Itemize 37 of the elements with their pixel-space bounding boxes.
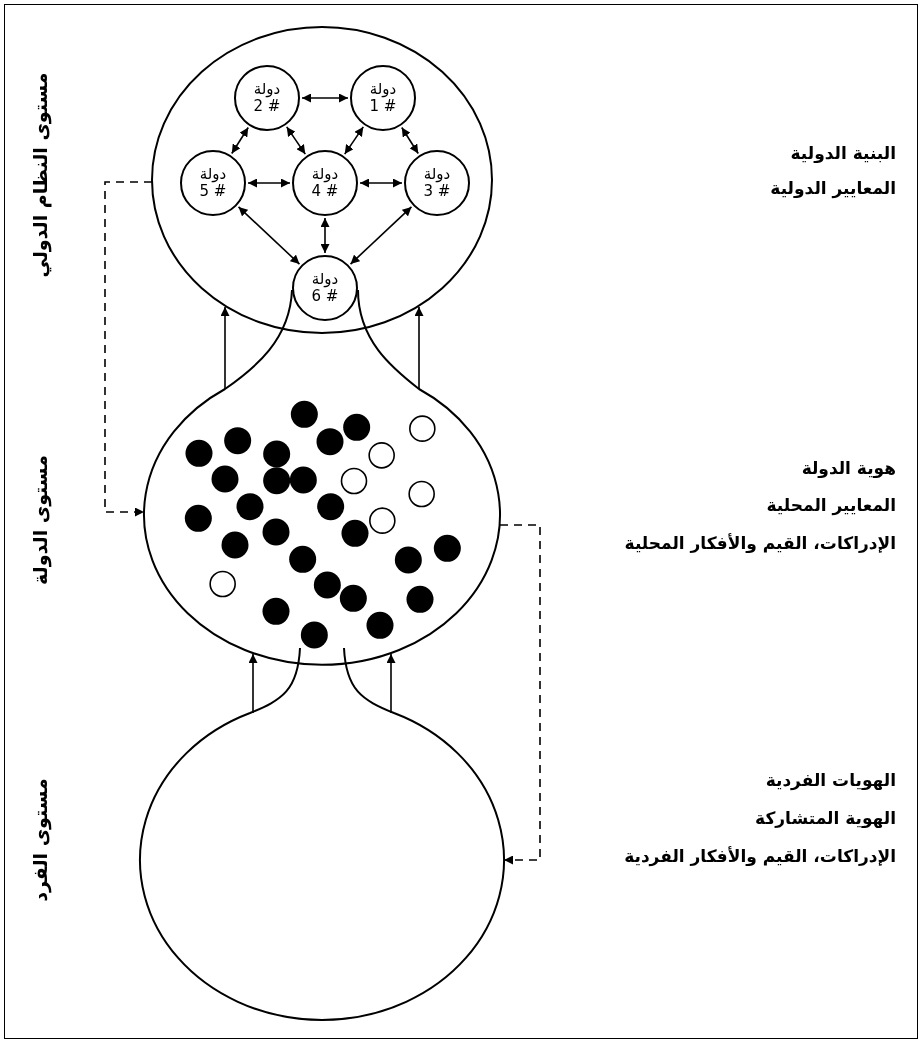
arrow	[220, 306, 230, 390]
description-text: الإدراكات، القيم والأفكار المحلية	[624, 533, 896, 553]
arrow	[400, 126, 420, 155]
description-text: المعايير المحلية	[766, 495, 896, 515]
arrow	[359, 178, 403, 188]
description-text: البنية الدولية	[790, 143, 896, 163]
node-label: دولة # 3	[422, 166, 452, 200]
level-label: مستوى النظام الدولي	[29, 72, 51, 278]
arrow	[386, 653, 396, 714]
node-label: دولة # 1	[368, 81, 398, 115]
node-label: دولة # 4	[310, 166, 340, 200]
arrow	[247, 178, 291, 188]
system-circle	[150, 25, 494, 335]
level-label: مستوى الفرد	[29, 778, 51, 902]
description-text: الهويات الفردية	[765, 770, 896, 790]
arrow	[104, 181, 153, 517]
arrow	[414, 306, 424, 390]
node-label: دولة # 6	[310, 271, 340, 305]
arrow	[499, 524, 541, 865]
node-label: دولة # 5	[198, 166, 228, 200]
level-label: مستوى الدولة	[29, 455, 51, 585]
arrow	[230, 126, 250, 155]
state-circle	[292, 255, 358, 321]
description-text: المعايير الدولية	[770, 178, 896, 198]
arrow	[349, 206, 413, 265]
arrow	[248, 653, 258, 714]
arrow	[301, 93, 349, 103]
state-circle	[180, 150, 246, 216]
description-text: هوية الدولة	[801, 458, 896, 478]
node-label: دولة # 2	[252, 81, 282, 115]
arrow	[320, 217, 330, 254]
arrow	[285, 126, 307, 155]
description-text: الإدراكات، القيم والأفكار الفردية	[624, 846, 896, 866]
description-text: الهوية المتشاركة	[755, 808, 896, 828]
state-circle	[404, 150, 470, 216]
arrow	[343, 126, 365, 155]
arrow	[237, 206, 301, 265]
